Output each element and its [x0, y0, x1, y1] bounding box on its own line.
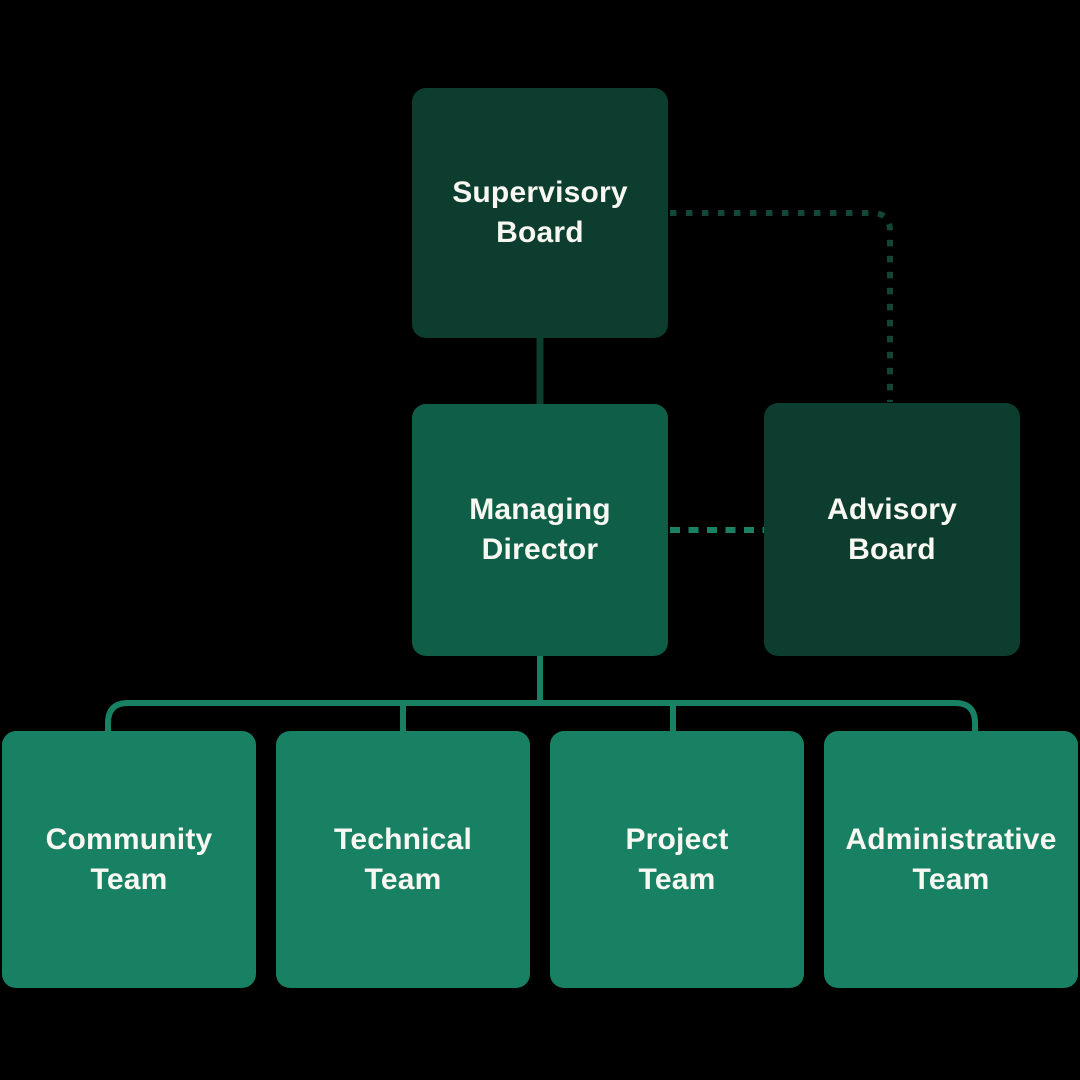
node-advisory-board: Advisory Board	[764, 403, 1020, 656]
node-label: Supervisory Board	[452, 176, 628, 249]
node-technical-team: Technical Team	[276, 731, 530, 988]
node-administrative-team: Administrative Team	[824, 731, 1078, 988]
node-community-team: Community Team	[2, 731, 256, 988]
node-label: Managing Director	[469, 493, 611, 566]
node-project-team: Project Team	[550, 731, 804, 988]
node-label: Advisory Board	[827, 492, 957, 566]
node-supervisory-board: Supervisory Board	[412, 88, 668, 338]
node-label: Administrative Team	[845, 822, 1057, 896]
supervisory-advisory-dashed-connector	[670, 210, 893, 402]
node-label: Project Team	[625, 822, 729, 896]
node-label: Technical Team	[334, 822, 472, 896]
node-managing-director: Managing Director	[412, 404, 668, 656]
node-label: Community Team	[45, 822, 213, 896]
managing-teams-tree-connector	[105, 656, 978, 731]
